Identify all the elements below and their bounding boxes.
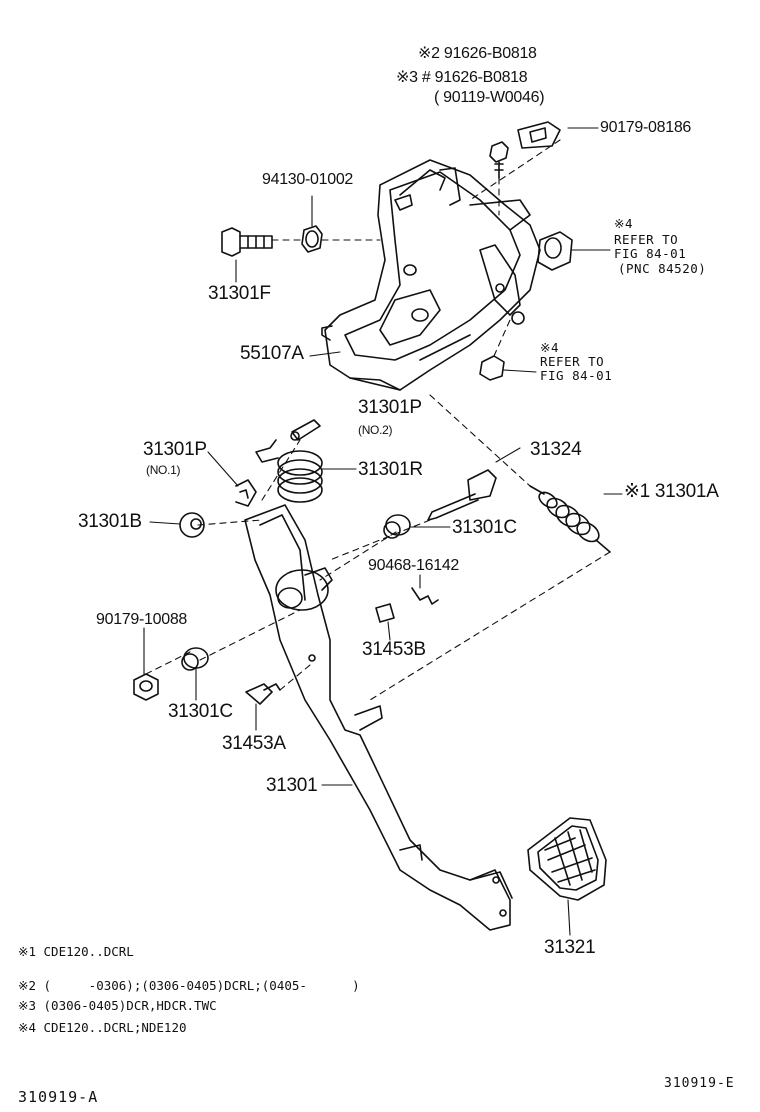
bolt-31453a [245, 683, 281, 705]
pedal-pad [527, 817, 607, 901]
pin-no2 [290, 419, 321, 441]
label-90119-w0046: ( 90119-W0046) [434, 89, 545, 106]
clip-nut-90179 [517, 121, 561, 149]
label-90468-16142: 90468-16142 [368, 557, 460, 574]
figure-code-left: 310919-A [18, 1088, 99, 1106]
label-31301r: 31301R [358, 459, 423, 480]
pedal-bracket [321, 159, 573, 391]
nut-90179-10088 [133, 673, 159, 701]
label-31301p-no1: 31301P [143, 439, 207, 460]
nut-94130 [301, 225, 323, 253]
ref2-fig: FIG 84-01 [540, 368, 613, 383]
ref1-pnc: (PNC 84520) [618, 261, 707, 276]
label-31301c-low: 31301C [168, 701, 233, 722]
ref2-refer: REFER TO [540, 354, 605, 369]
label-31301c-top: 31301C [452, 517, 517, 538]
bushing-31453b [375, 603, 395, 623]
label-no1: (NO.1) [146, 463, 181, 477]
note-3: ※3 (0306-0405)DCR,HDCR.TWC [18, 998, 217, 1013]
clip-90468 [411, 587, 439, 605]
label-31453b: 31453B [362, 639, 426, 660]
clip-no1 [235, 479, 257, 507]
label-94130-01002: 94130-01002 [262, 171, 354, 188]
bolt-31324 [427, 469, 497, 521]
figure-code-right: 310919-E [664, 1076, 735, 1091]
label-31301b: 31301B [78, 511, 142, 532]
label-31301f: 31301F [208, 283, 271, 304]
label-90179-10088: 90179-10088 [96, 611, 188, 628]
spring-31301a [529, 485, 611, 553]
label-no2: (NO.2) [358, 423, 393, 437]
label-31324: 31324 [530, 439, 582, 460]
bolt-91626 [489, 141, 509, 179]
note-2: ※2 ( -0306);(0306-0405)DCRL;(0405- ) [18, 978, 360, 993]
bushing-31301c-low [181, 647, 209, 671]
label-31321: 31321 [544, 937, 596, 958]
bushing-31301c-top [383, 514, 411, 539]
bolt-31301f [221, 227, 273, 257]
ref2-mark: ※4 [540, 340, 559, 355]
ref1-fig: FIG 84-01 [614, 246, 687, 261]
return-spring [255, 439, 323, 503]
ref1-refer: REFER TO [614, 232, 679, 247]
nut-ref [479, 355, 505, 381]
note-1: ※1 CDE120..DCRL [18, 944, 134, 959]
label-31301a: ※1 31301A [624, 481, 719, 502]
label-91626-b0818-2: ※2 91626-B0818 [418, 45, 537, 62]
ref1-mark: ※4 [614, 216, 633, 231]
label-55107a: 55107A [240, 343, 304, 364]
note-4: ※4 CDE120..DCRL;NDE120 [18, 1020, 187, 1035]
label-31453a: 31453A [222, 733, 286, 754]
label-91626-b0818-3: ※3 # 91626-B0818 [396, 69, 528, 86]
label-31301p-no2: 31301P [358, 397, 422, 418]
label-31301: 31301 [266, 775, 318, 796]
label-90179-08186: 90179-08186 [600, 119, 692, 136]
